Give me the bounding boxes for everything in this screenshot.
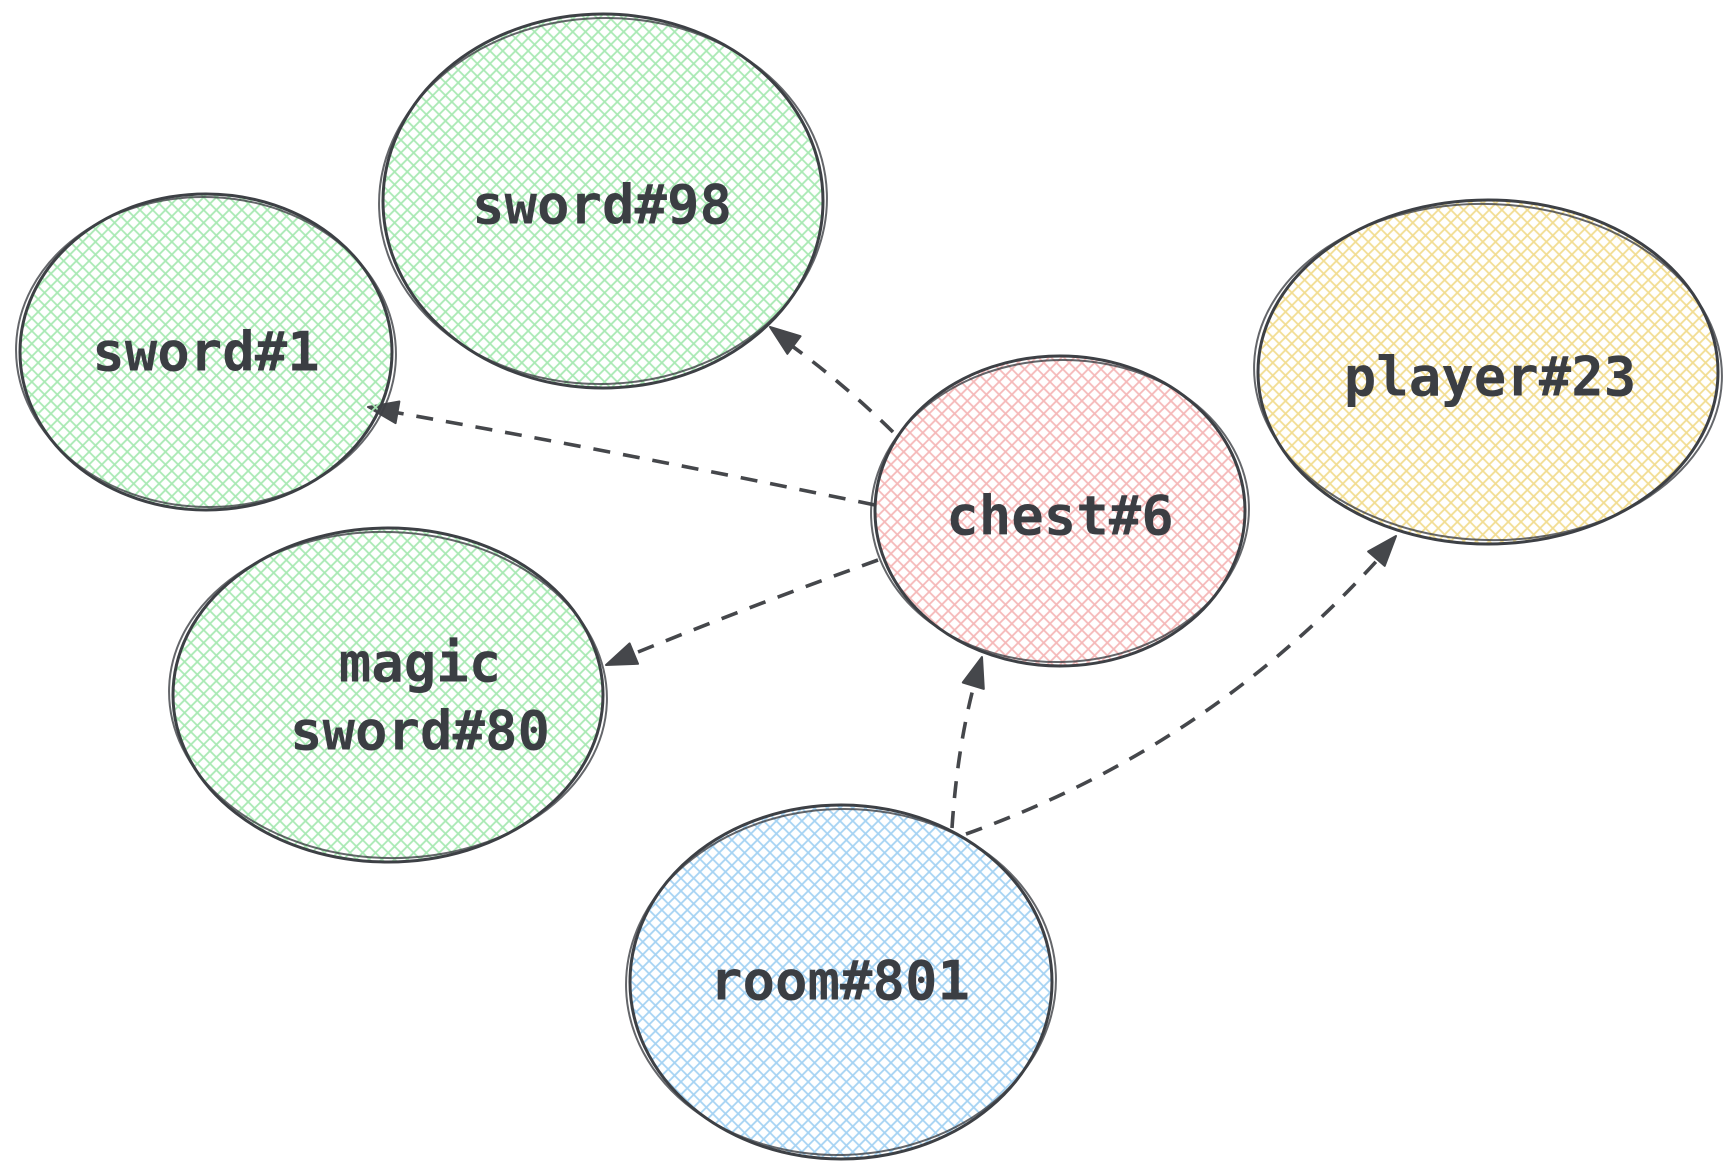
edge-room801-to-chest6 — [950, 656, 985, 829]
edge-chest6-to-sword1 — [367, 400, 876, 507]
edges — [367, 326, 1397, 836]
edge-line-room801-player23 — [965, 544, 1392, 836]
node-sword98-shape — [381, 12, 825, 390]
arrowhead-magic-sword80 — [605, 642, 639, 666]
arrowhead-sword98 — [769, 326, 802, 355]
node-magic-sword80: magic sword#80 — [168, 526, 608, 864]
node-player23-label: player#23 — [1344, 346, 1637, 409]
node-player23-shape — [1256, 198, 1720, 546]
edge-line-room801-chest6 — [950, 663, 982, 829]
edge-line-chest6-sword1 — [375, 407, 876, 507]
node-chest6-label: chest#6 — [946, 485, 1174, 548]
node-room801-label: room#801 — [710, 950, 970, 1013]
node-player23-sketch-outline — [1253, 202, 1723, 542]
node-sword1: sword#1 — [15, 192, 397, 512]
edge-chest6-to-sword98 — [769, 326, 895, 434]
node-sword1-shape — [18, 192, 394, 512]
node-sword98-sketch-outline — [378, 16, 828, 386]
node-magic-sword80-label-line1: magic — [339, 632, 502, 695]
node-sword98: sword#98 — [378, 12, 828, 390]
arrowhead-chest6 — [961, 656, 985, 690]
node-room801-shape — [628, 803, 1054, 1161]
edge-line-chest6-sword98 — [776, 334, 895, 434]
node-sword1-label: sword#1 — [92, 321, 320, 384]
node-chest6-sketch-outline — [870, 358, 1250, 664]
node-player23: player#23 — [1253, 198, 1723, 546]
node-room801: room#801 — [625, 803, 1057, 1161]
node-magic-sword80-sketch-outline — [168, 530, 608, 860]
node-chest6: chest#6 — [870, 354, 1250, 668]
edge-chest6-to-magic-sword80 — [605, 558, 879, 666]
node-room801-sketch-outline — [625, 807, 1057, 1157]
edge-line-chest6-magic-sword80 — [615, 558, 879, 663]
edge-room801-to-player23 — [965, 535, 1397, 836]
node-magic-sword80-shape — [171, 526, 605, 864]
node-sword1-sketch-outline — [15, 195, 397, 509]
node-magic-sword80-label-line2: sword#80 — [290, 700, 550, 763]
node-chest6-shape — [873, 354, 1247, 668]
node-sword98-label: sword#98 — [472, 174, 732, 237]
arrowhead-player23 — [1367, 535, 1397, 567]
